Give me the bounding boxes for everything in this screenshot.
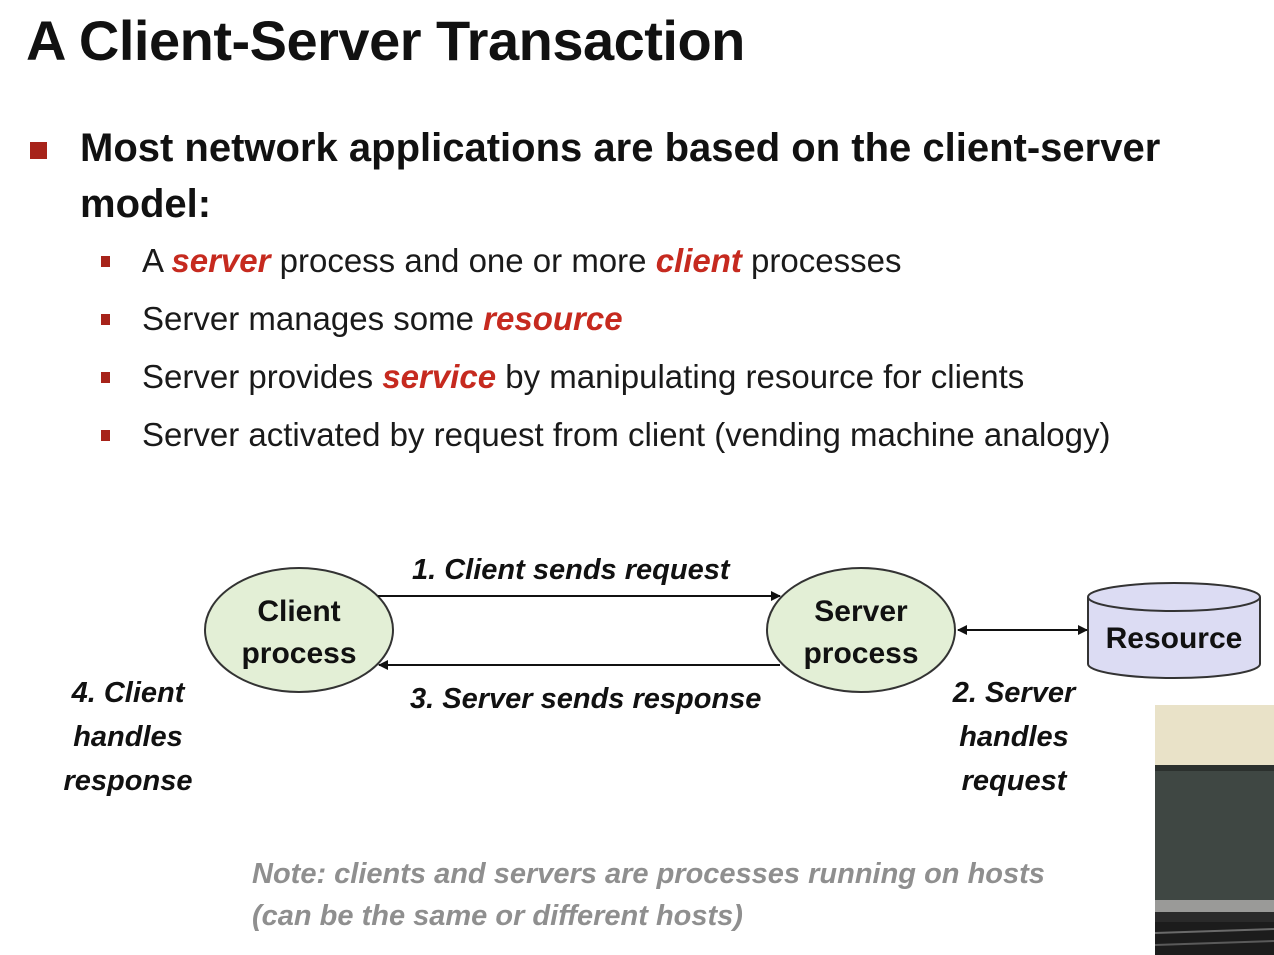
footnote: Note: clients and servers are processes … — [252, 858, 1045, 932]
server-handles-request-label: 2. Server handles request — [952, 677, 1076, 797]
keyword-server: server — [171, 242, 271, 279]
server-process-label: Server process — [803, 595, 919, 670]
client-handles-response-label: 4. Client handles response — [63, 677, 193, 797]
main-bullet-marker — [30, 142, 47, 159]
sub-bullet-text: Server manages some resource — [142, 300, 623, 337]
sub-bullet-marker — [101, 314, 110, 325]
keyword-client: client — [655, 242, 742, 279]
sub-bullet-text: A server process and one or more client … — [142, 242, 902, 279]
lecturer-video-inset — [1155, 705, 1274, 955]
keyword-service: service — [382, 358, 497, 395]
client-process-label: Client process — [241, 595, 357, 670]
main-bullet-text: Most network applications are based on t… — [80, 126, 1161, 226]
client-process-node — [204, 567, 394, 693]
sub-bullet-text: Server provides service by manipulating … — [142, 358, 1025, 395]
resource-label: Resource — [1105, 622, 1243, 655]
sub-bullet-text: Server activated by request from client … — [142, 416, 1111, 453]
resource-node — [1087, 582, 1261, 679]
sub-bullet-marker — [101, 372, 110, 383]
response-edge-label: 3. Server sends response — [410, 683, 762, 715]
keyword-resource: resource — [483, 300, 623, 337]
sub-bullet-marker — [101, 430, 110, 441]
slide-title: A Client-Server Transaction — [26, 9, 745, 72]
sub-bullet-marker — [101, 256, 110, 267]
request-edge-label: 1. Client sends request — [412, 554, 730, 586]
server-process-node — [766, 567, 956, 693]
